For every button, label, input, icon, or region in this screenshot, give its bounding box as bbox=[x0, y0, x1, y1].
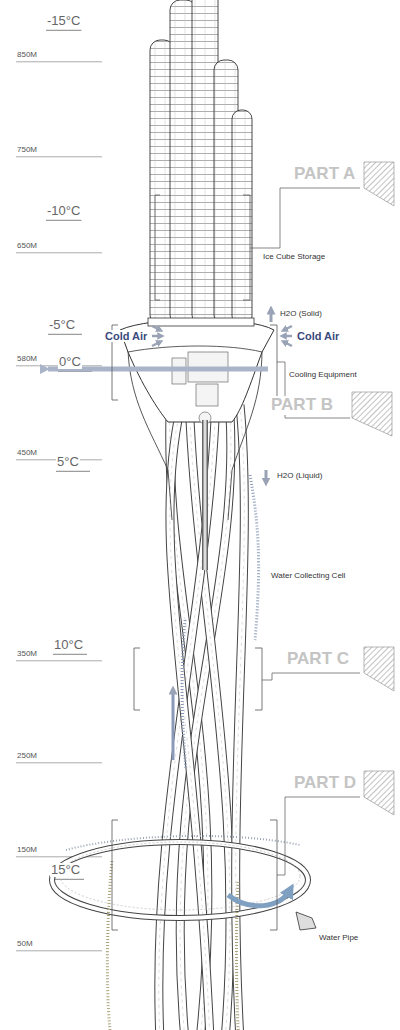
part-label: PART B bbox=[270, 396, 334, 415]
annotation: H2O (Liquid) bbox=[276, 472, 323, 481]
altitude-tick bbox=[16, 156, 102, 157]
part-label: PART C bbox=[286, 650, 350, 669]
illustration-path bbox=[128, 346, 262, 352]
illustration-path bbox=[182, 620, 186, 770]
air-label: Cold Air bbox=[104, 330, 148, 342]
altitude-mark: 250M bbox=[16, 752, 38, 761]
illustration-path bbox=[107, 860, 112, 1030]
altitude-tick bbox=[16, 61, 102, 62]
temperature-underline bbox=[46, 30, 81, 31]
temperature-underline bbox=[56, 471, 90, 472]
illustration-g bbox=[150, 0, 252, 325]
annotation: Water Collecting Cell bbox=[270, 572, 346, 581]
altitude-mark: 850M bbox=[16, 51, 38, 60]
temperature-label: -15°C bbox=[46, 14, 81, 28]
illustration-path bbox=[155, 195, 160, 300]
illustration-g bbox=[250, 188, 360, 875]
illustration-g bbox=[352, 162, 394, 815]
illustration-line bbox=[270, 310, 273, 322]
illustration-line bbox=[152, 326, 160, 330]
illustration-g bbox=[159, 405, 245, 1030]
illustration-polyline bbox=[277, 797, 360, 875]
illustration-line bbox=[152, 342, 160, 346]
altitude-tick bbox=[16, 762, 102, 763]
illustration-path bbox=[243, 195, 250, 300]
illustration-polygon bbox=[352, 392, 392, 436]
illustration-path bbox=[270, 325, 277, 400]
temperature-label: 10°C bbox=[53, 638, 84, 652]
tube-outline bbox=[236, 405, 245, 1030]
illustration-polyline bbox=[262, 673, 360, 680]
illustration-path bbox=[202, 420, 208, 570]
tube-body bbox=[170, 410, 210, 1030]
illustration-g bbox=[46, 30, 92, 879]
temperature-label: 15°C bbox=[50, 863, 81, 877]
illustration-rect bbox=[196, 384, 218, 406]
illustration-ellipse bbox=[52, 842, 308, 918]
tube-body bbox=[236, 405, 245, 1030]
tube-texture bbox=[236, 405, 245, 1030]
illustration-path bbox=[296, 912, 316, 930]
illustration-path bbox=[112, 820, 118, 930]
annotation: Ice Cube Storage bbox=[262, 253, 326, 262]
part-label: PART A bbox=[293, 165, 356, 184]
temperature-underline bbox=[46, 220, 81, 221]
temperature-underline bbox=[50, 879, 84, 880]
part-label: PART D bbox=[293, 774, 357, 793]
illustration-rect bbox=[232, 110, 252, 325]
altitude-mark: 580M bbox=[16, 355, 38, 364]
tube-outline bbox=[170, 410, 210, 1030]
illustration-rect bbox=[148, 318, 254, 326]
temperature-underline bbox=[48, 334, 82, 335]
altitude-mark: 150M bbox=[16, 846, 38, 855]
temperature-label: -10°C bbox=[46, 204, 81, 218]
illustration-line bbox=[152, 335, 161, 338]
altitude-tick bbox=[16, 950, 102, 951]
illustration-g bbox=[172, 352, 228, 424]
illustration-line bbox=[284, 326, 292, 330]
altitude-mark: 750M bbox=[16, 146, 38, 155]
annotation: Cooling Equipment bbox=[288, 371, 358, 380]
altitude-mark: 50M bbox=[16, 940, 34, 949]
illustration-line bbox=[172, 690, 175, 760]
altitude-tick bbox=[16, 856, 102, 857]
illustration-line bbox=[265, 470, 268, 482]
altitude-mark: 350M bbox=[16, 650, 38, 659]
altitude-mark: 650M bbox=[16, 242, 38, 251]
illustration-path bbox=[228, 890, 290, 906]
illustration-g bbox=[112, 195, 277, 930]
illustration-ellipse bbox=[52, 842, 308, 918]
altitude-mark: 450M bbox=[16, 449, 38, 458]
illustration-path bbox=[255, 648, 262, 710]
illustration-path bbox=[134, 648, 140, 710]
illustration-g bbox=[152, 326, 292, 346]
temperature-label: 0°C bbox=[58, 355, 82, 369]
illustration-path bbox=[66, 836, 300, 850]
air-label: Cold Air bbox=[296, 330, 340, 342]
annotation: H2O (Solid) bbox=[279, 310, 323, 319]
altitude-tick bbox=[16, 252, 102, 253]
annotation: Water Pipe bbox=[318, 934, 359, 943]
illustration-line bbox=[284, 342, 292, 346]
illustration-polygon bbox=[364, 647, 394, 691]
illustration-path bbox=[40, 364, 50, 374]
illustration-g bbox=[16, 62, 102, 951]
temperature-label: 5°C bbox=[56, 455, 80, 469]
illustration-g bbox=[66, 475, 300, 1030]
illustration-path bbox=[270, 820, 277, 930]
illustration-path bbox=[250, 475, 259, 640]
tube-texture bbox=[170, 410, 210, 1030]
temperature-label: -5°C bbox=[48, 318, 76, 332]
illustration-path bbox=[204, 420, 207, 570]
illustration-ellipse bbox=[60, 842, 300, 910]
illustration-polygon bbox=[364, 771, 394, 815]
illustration-polygon bbox=[364, 162, 394, 206]
illustration-polyline bbox=[250, 188, 360, 248]
illustration-line bbox=[283, 335, 292, 338]
altitude-tick bbox=[16, 660, 102, 661]
temperature-underline bbox=[53, 654, 87, 655]
